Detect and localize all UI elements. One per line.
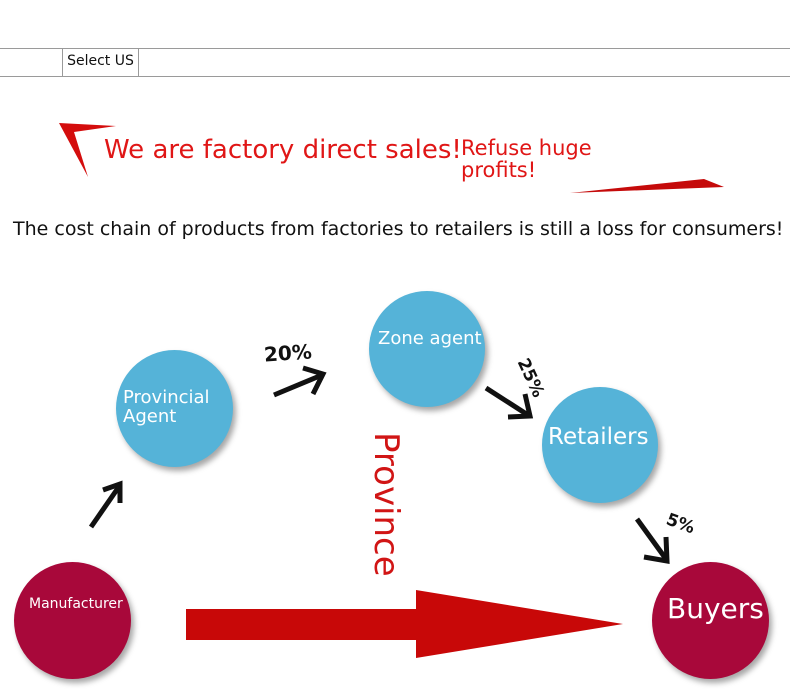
- node-retailers: Retailers: [542, 387, 658, 503]
- province-label: Province: [366, 432, 406, 577]
- top-nav-bar: Select US: [0, 48, 790, 77]
- caption: The cost chain of products from factorie…: [13, 218, 784, 240]
- flow-arrow-large: [186, 590, 623, 658]
- tab-select-us[interactable]: Select US: [62, 48, 139, 77]
- corner-accent-right: [570, 179, 724, 193]
- arrow-manufacturer-to-provincial: [88, 480, 123, 529]
- arrow-provincial-to-zone: [273, 365, 327, 398]
- pct-provincial-to-zone: 20%: [263, 339, 313, 367]
- node-buyers-label: Buyers: [667, 592, 764, 625]
- arrow-retailers-to-buyers: [634, 517, 670, 564]
- subheadline: Refuse huge profits!: [461, 136, 592, 182]
- node-zone-agent-label: Zone agent: [378, 328, 482, 349]
- corner-accent-left: [59, 123, 116, 177]
- arrow-zone-to-retailers: [484, 385, 534, 420]
- node-manufacturer: Manufacturer: [14, 562, 131, 679]
- node-retailers-label: Retailers: [548, 424, 649, 450]
- node-manufacturer-label: Manufacturer: [29, 596, 123, 612]
- node-zone-agent: Zone agent: [369, 291, 485, 407]
- node-provincial-agent-label: Provincial Agent: [123, 387, 210, 427]
- node-buyers: Buyers: [652, 562, 769, 679]
- node-provincial-agent: Provincial Agent: [116, 350, 233, 467]
- headline: We are factory direct sales!: [104, 135, 462, 165]
